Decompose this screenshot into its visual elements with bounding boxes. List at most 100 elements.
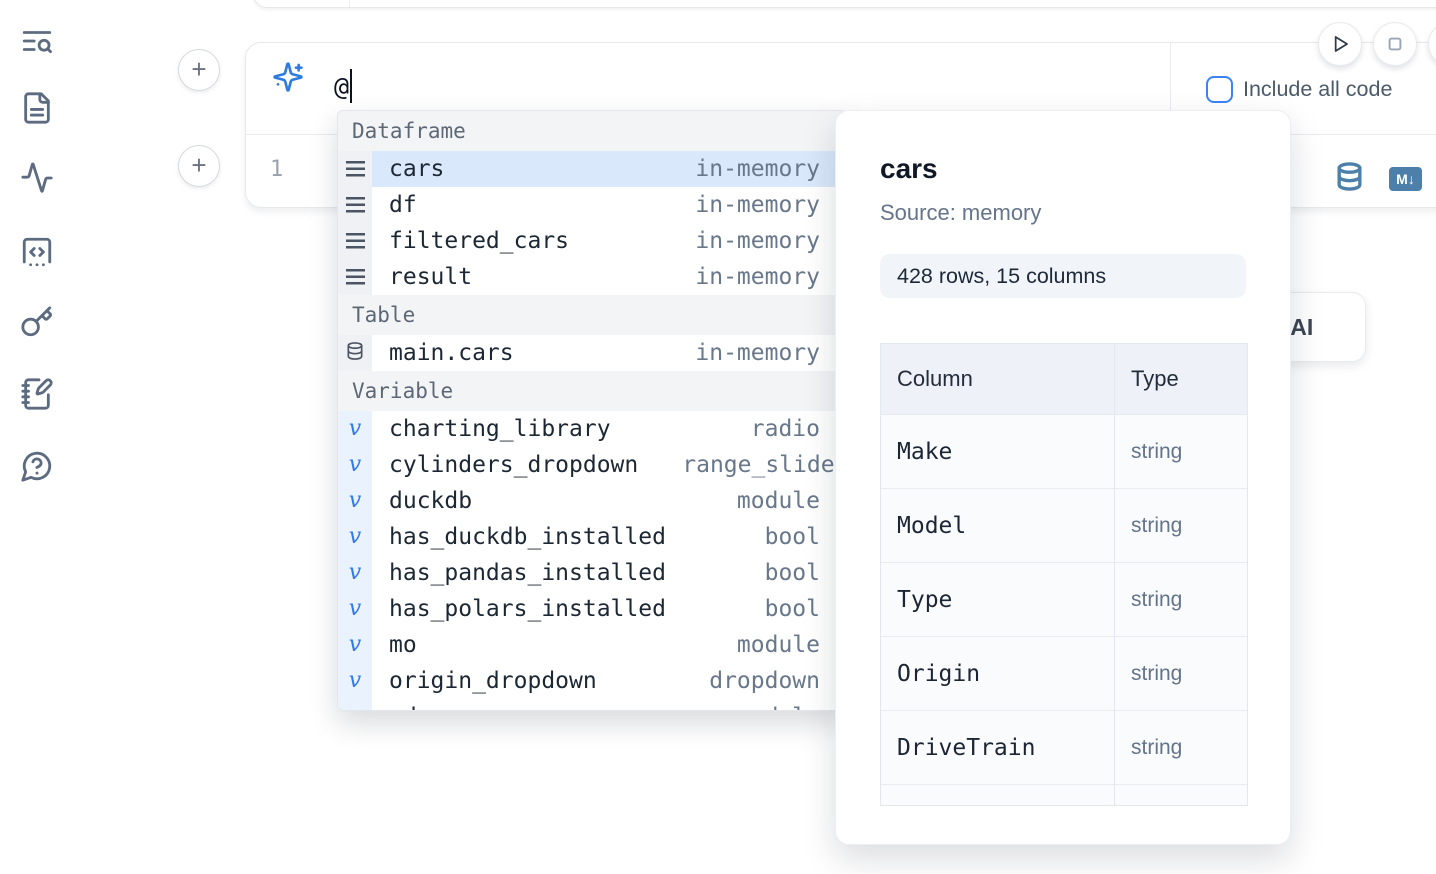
preview-column-type: string: [1131, 661, 1183, 685]
completion-item-gutter: [338, 223, 372, 259]
stop-button[interactable]: [1373, 22, 1417, 66]
variable-icon: v: [348, 668, 362, 693]
completion-item-name: main.cars: [389, 340, 514, 366]
completion-item-gutter: [338, 335, 372, 371]
completion-item-type: in-memory: [695, 192, 820, 218]
completion-item-gutter: v: [338, 663, 372, 699]
variable-icon: v: [348, 524, 362, 549]
completion-item[interactable]: vpdmodule: [338, 699, 846, 710]
completion-item-name: pd: [389, 704, 417, 710]
preview-column-type: string: [1131, 735, 1183, 759]
completion-item-type: in-memory: [695, 264, 820, 290]
dataframe-icon: [345, 197, 365, 213]
dataframe-icon: [345, 161, 365, 177]
markdown-icon[interactable]: M↓: [1389, 167, 1422, 191]
completion-item-type: range_slider: [682, 452, 846, 478]
key-icon[interactable]: [19, 304, 55, 340]
preview-column-type: string: [1131, 513, 1183, 537]
completion-item-type: in-memory: [695, 228, 820, 254]
completion-item-gutter: v: [338, 519, 372, 555]
code-snippet-icon[interactable]: [19, 234, 55, 270]
completion-item[interactable]: v origin_dropdown dropdown: [338, 663, 846, 699]
run-cell-button[interactable]: [1318, 22, 1362, 66]
prompt-value: @: [334, 71, 350, 101]
database-icon: [345, 341, 365, 365]
include-all-code-label: Include all code: [1243, 77, 1393, 101]
code-editor-row[interactable]: 1 M↓: [246, 135, 1436, 207]
list-search-icon[interactable]: [19, 23, 55, 59]
add-cell-below-button[interactable]: +: [178, 145, 220, 187]
preview-source: Source: memory: [880, 200, 1042, 225]
variable-icon: v: [348, 488, 362, 513]
completion-item-name: duckdb: [389, 488, 473, 514]
text-cursor: [350, 69, 353, 103]
completion-item-gutter: v: [338, 555, 372, 591]
preview-column-type: string: [1131, 587, 1183, 611]
include-all-code-checkbox[interactable]: [1206, 76, 1233, 103]
preview-table-row-partial: [881, 784, 1247, 805]
completion-item-gutter: v: [338, 699, 372, 710]
completion-section-header: Table: [338, 295, 846, 335]
completion-item-type: module: [736, 488, 820, 514]
preview-column-name: [881, 785, 1115, 805]
previous-cell-divider: [349, 0, 350, 7]
completion-item-type: dropdown: [709, 668, 820, 694]
stop-square-icon: [1388, 37, 1402, 51]
completion-item-gutter: v: [338, 627, 372, 663]
completion-item[interactable]: result in-memory: [338, 259, 846, 295]
variable-icon: v: [348, 632, 362, 657]
variable-icon: v: [348, 560, 362, 585]
completion-section-header: Dataframe: [338, 111, 846, 151]
preview-column-type: string: [1131, 439, 1183, 463]
completion-item-type: module: [736, 632, 820, 658]
file-text-icon[interactable]: [19, 90, 55, 126]
add-cell-above-button[interactable]: +: [178, 49, 220, 91]
prompt-row-divider: [1170, 43, 1171, 134]
completion-item-name: origin_dropdown: [389, 668, 597, 694]
preview-title: cars: [880, 153, 938, 184]
completion-item[interactable]: df in-memory: [338, 187, 846, 223]
variable-icon: v: [348, 416, 362, 441]
plus-icon: +: [191, 150, 207, 180]
preview-table-row: Model string: [881, 488, 1247, 562]
completion-item[interactable]: v duckdb module: [338, 483, 846, 519]
completion-section-header: Variable: [338, 371, 846, 411]
preview-column-name: Make: [881, 415, 1115, 488]
help-chat-icon[interactable]: [19, 448, 55, 484]
completion-item-name: result: [389, 264, 473, 290]
preview-column-name: Model: [881, 489, 1115, 562]
completion-item-type: bool: [764, 560, 820, 586]
activity-icon[interactable]: [19, 160, 55, 196]
sparkles-icon: [272, 61, 304, 93]
completion-item-name: cars: [389, 156, 445, 182]
variable-icon: v: [348, 596, 362, 621]
preview-shape-badge: 428 rows, 15 columns: [880, 254, 1246, 298]
completion-item-gutter: [338, 151, 372, 187]
completion-item-name: cylinders_dropdown: [389, 452, 639, 478]
dataframe-icon: [345, 269, 365, 285]
completion-item-name: df: [389, 192, 417, 218]
preview-header-type: Type: [1131, 366, 1179, 391]
previous-cell-edge: [253, 0, 1436, 8]
ai-prompt-input[interactable]: @: [334, 69, 353, 103]
plus-icon: +: [191, 54, 207, 84]
dataframe-icon: [345, 233, 365, 249]
database-icon[interactable]: [1334, 161, 1365, 197]
play-icon: [1334, 36, 1348, 52]
preview-table-row: DriveTrain string: [881, 710, 1247, 784]
preview-header-column: Column: [881, 344, 1115, 414]
notebook-pen-icon[interactable]: [19, 376, 55, 412]
preview-column-name: DriveTrain: [881, 711, 1115, 784]
line-number: 1: [270, 157, 284, 182]
completion-item-type: radio: [750, 416, 820, 442]
